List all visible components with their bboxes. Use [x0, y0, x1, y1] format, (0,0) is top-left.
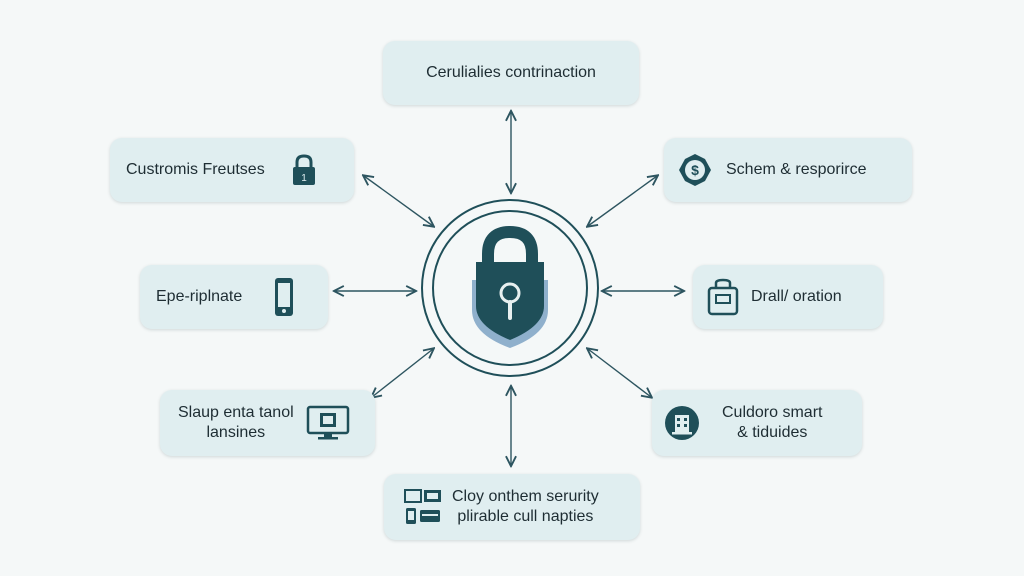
connector-tr: [588, 176, 657, 226]
monitor-icon: [306, 405, 350, 441]
node-top-label: Cerulialies contrinaction: [426, 64, 596, 81]
node-bottom-left[interactable]: Slaup enta tanol lansines: [160, 390, 375, 456]
node-bottom-left-line-1: Slaup enta tanol: [178, 404, 294, 421]
connector-br: [588, 349, 651, 397]
node-bottom-right[interactable]: Culdoro smart & tiduides: [652, 390, 862, 456]
central-security-hub: [420, 198, 600, 378]
node-bottom-right-line-1: Culdoro smart: [722, 404, 823, 421]
node-bottom-line-2: plirable cull napties: [457, 508, 594, 525]
padlock-icon: [421, 199, 599, 377]
node-bottom-right-label: Culdoro smart & tiduides: [722, 403, 822, 443]
node-middle-right-label: Drall/ oration: [751, 288, 842, 305]
node-top-left[interactable]: Custromis Freutses 1: [110, 138, 354, 202]
smartphone-icon: [274, 277, 294, 317]
laptop-icon: [404, 489, 441, 503]
building-badge-icon: [664, 405, 700, 441]
card-icon: [406, 508, 440, 524]
node-bottom-right-line-2: & tiduides: [737, 424, 808, 441]
node-top-right[interactable]: $ Schem & resporirce: [664, 138, 912, 202]
node-middle-right[interactable]: Drall/ oration: [693, 265, 883, 329]
briefcase-icon: [707, 278, 739, 316]
node-bottom-left-label: Slaup enta tanol lansines: [178, 403, 294, 443]
node-middle-left[interactable]: Epe-riplnate: [140, 265, 328, 329]
node-top-right-label: Schem & resporirce: [726, 161, 867, 178]
node-bottom-icons: [404, 489, 442, 525]
connector-bl: [372, 349, 433, 397]
dollar-badge-icon: $: [678, 153, 712, 187]
node-bottom[interactable]: Cloy onthem serurity plirable cull napti…: [384, 474, 640, 540]
node-bottom-label: Cloy onthem serurity plirable cull napti…: [452, 487, 599, 527]
node-top-left-label: Custromis Freutses: [126, 161, 265, 178]
node-bottom-line-1: Cloy onthem serurity: [452, 488, 599, 505]
svg-text:1: 1: [301, 173, 307, 184]
connector-tl: [364, 176, 433, 226]
node-top[interactable]: Cerulialies contrinaction: [383, 41, 639, 105]
node-bottom-left-line-2: lansines: [206, 424, 266, 441]
svg-text:$: $: [691, 162, 699, 178]
padlock-icon: 1: [291, 153, 317, 187]
node-middle-left-label: Epe-riplnate: [156, 288, 243, 305]
